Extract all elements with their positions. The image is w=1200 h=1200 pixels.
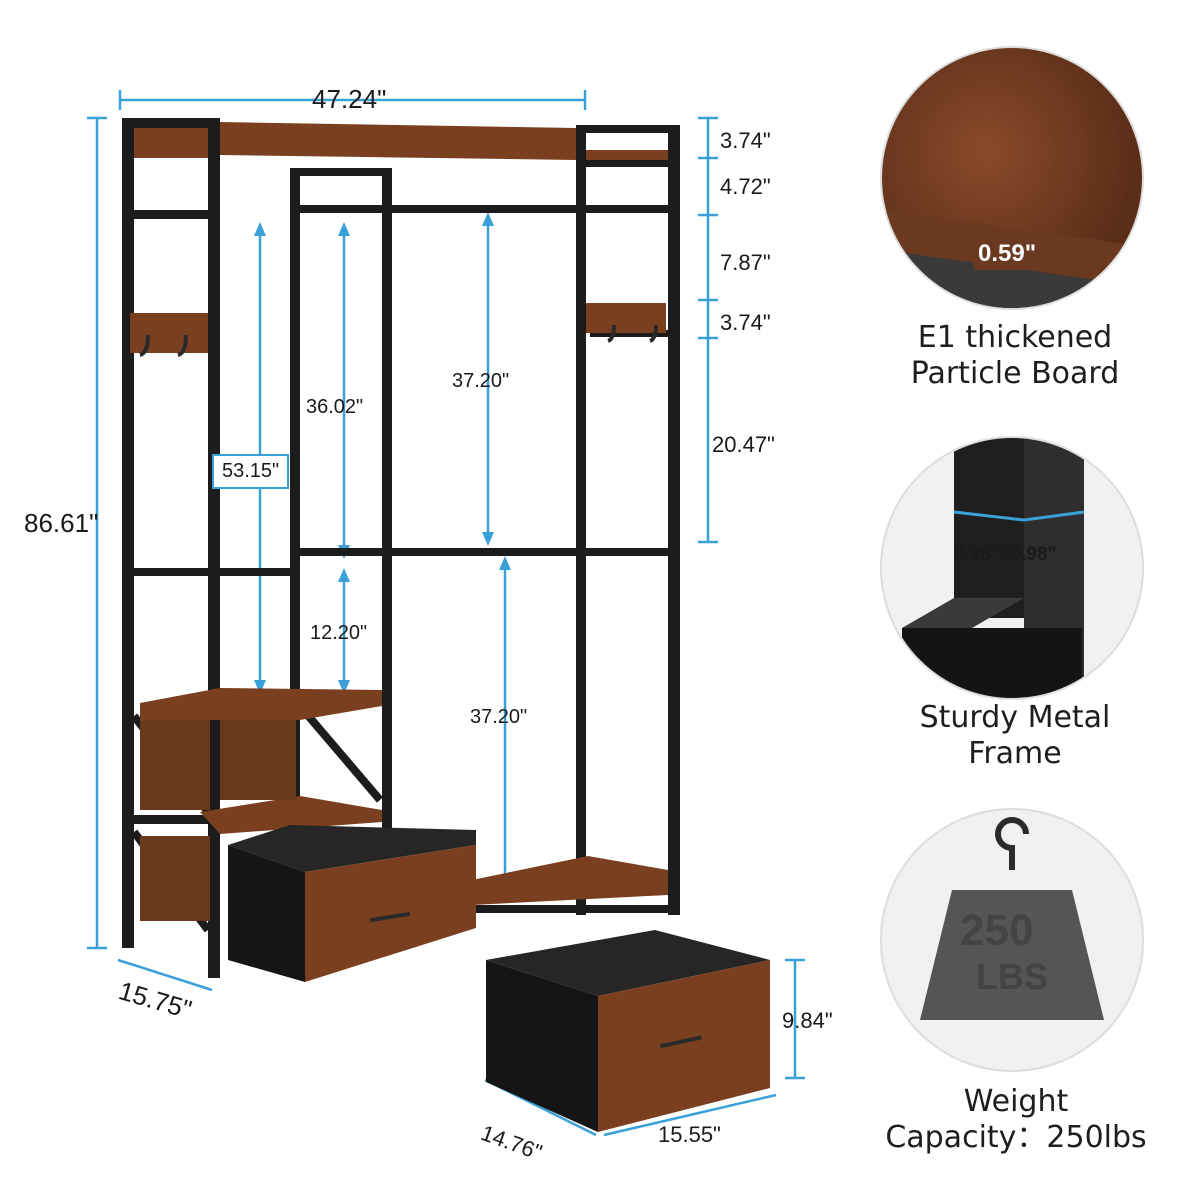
wood-panels (130, 122, 668, 921)
weight-caption-line2: Capacity：250lbs (885, 1120, 1147, 1155)
drawer-width-label: 15.55" (658, 1122, 721, 1147)
particle-board-caption-line2: Particle Board (910, 356, 1120, 391)
middle-column-upper-label: 36.02" (306, 396, 364, 418)
frame-tube-graphic (902, 438, 1085, 698)
side-gap-label: 20.47" (712, 432, 775, 457)
metal-frame-caption-line1: Sturdy Metal (919, 700, 1111, 735)
drawer-height-label: 9.84" (782, 1008, 833, 1033)
metal-frame-caption-line2: Frame (968, 736, 1062, 771)
weight-unit: LBS (976, 956, 1048, 997)
weight-capacity-caption: Weight Capacity：250lbs (866, 1084, 1166, 1156)
top-shelf-height-label: 3.74" (720, 128, 771, 153)
height-label: 86.61" (24, 508, 99, 538)
upper-rail-clearance-label: 37.20" (452, 370, 510, 392)
particle-board-closeup: 0.59" (882, 48, 1142, 308)
top-gap-label: 4.72" (720, 174, 771, 199)
weight-caption-line1: Weight (963, 1084, 1069, 1119)
coat-hooks (139, 324, 658, 357)
upper-gap-label: 7.87" (720, 250, 771, 275)
dimension-lines (87, 90, 805, 1137)
weight-icon (920, 817, 1104, 1020)
particle-board-caption-line1: E1 thickened (917, 320, 1113, 355)
weight-number: 250 (960, 906, 1034, 955)
frame-tube-size-label: 0.98"x0.98" (954, 544, 1057, 565)
particle-board-caption: E1 thickened Particle Board (880, 320, 1150, 392)
middle-column-lower-label: 12.20" (310, 622, 368, 644)
upper-drawer (228, 825, 476, 982)
left-column-height-label: 53.15" (212, 454, 290, 489)
metal-frame-caption: Sturdy Metal Frame (880, 700, 1150, 772)
metal-frame-closeup: 0.98"x0.98" (882, 438, 1142, 698)
width-label: 47.24" (312, 84, 387, 114)
lower-rail-clearance-label: 37.20" (470, 706, 528, 728)
weight-capacity-graphic: 250 LBS (882, 810, 1142, 1070)
hook-board-height-label: 3.74" (720, 310, 771, 335)
board-thickness-label: 0.59" (974, 238, 1041, 270)
lower-drawer (486, 930, 770, 1132)
